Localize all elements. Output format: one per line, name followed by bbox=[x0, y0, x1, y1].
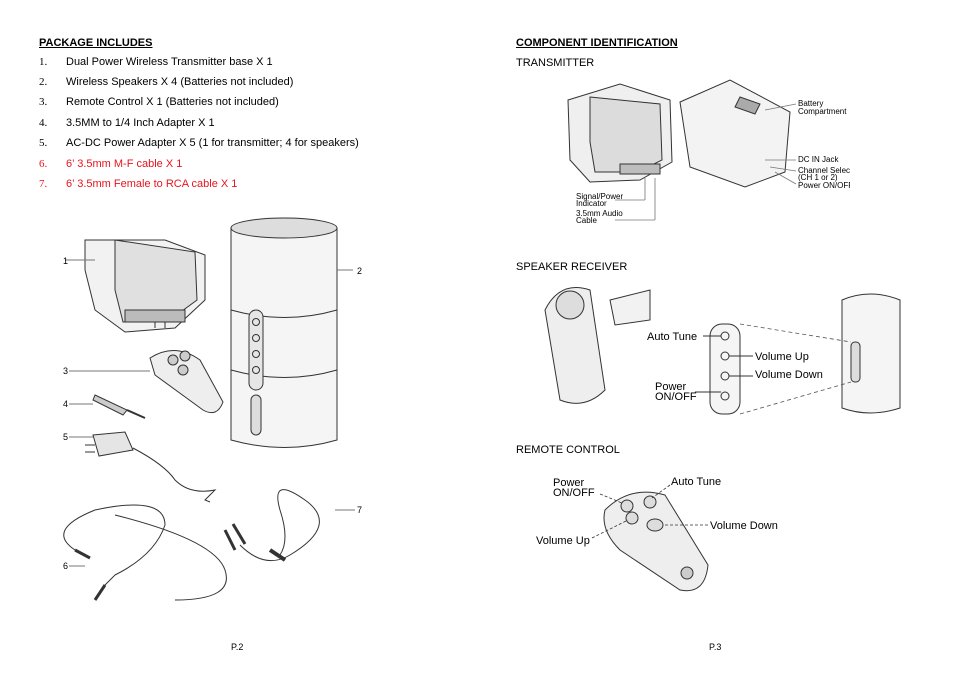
remote-callout-auto-tune: Auto Tune bbox=[671, 476, 721, 488]
power-adapter-drawing bbox=[85, 431, 217, 503]
page-number-right: P.3 bbox=[709, 642, 722, 652]
speaker-receiver-title: SPEAKER RECEIVER bbox=[516, 261, 628, 273]
page-number-left: P.2 bbox=[231, 642, 244, 652]
remote-control-title: REMOTE CONTROL bbox=[516, 444, 620, 456]
list-item: 2. Wireless Speakers X 4 (Batteries not … bbox=[39, 76, 294, 88]
remote-callout-power-1: Power bbox=[553, 477, 585, 489]
callout-auto-tune: Auto Tune bbox=[647, 331, 697, 343]
list-item-highlighted: 7. 6’ 3.5mm Female to RCA cable X 1 bbox=[39, 178, 238, 190]
callout-channel-2: (CH 1 or 2) bbox=[798, 173, 838, 182]
callout-channel-1: Channel Selector bbox=[798, 166, 850, 175]
figure-label-7: 7 bbox=[357, 505, 362, 515]
remote-control-diagram: Power ON/OFF Auto Tune Volume Down Volum… bbox=[536, 476, 778, 592]
speaker-receiver-diagram: Auto Tune Volume Up Volume Down Power ON… bbox=[544, 287, 901, 415]
callout-battery-2: Compartment bbox=[798, 107, 847, 116]
transmitter-title: TRANSMITTER bbox=[516, 57, 595, 69]
figure-label-2: 2 bbox=[357, 266, 362, 276]
transmitter-diagram: Battery Compartment DC IN Jack Channel S… bbox=[567, 79, 850, 225]
transmitter-base-drawing bbox=[84, 239, 206, 333]
mf-cable-drawing bbox=[63, 504, 227, 601]
figure-label-5: 5 bbox=[63, 432, 68, 442]
remote-drawing bbox=[149, 350, 224, 414]
callout-battery-1: Battery bbox=[798, 99, 823, 108]
list-item: 4. 3.5MM to 1/4 Inch Adapter X 1 bbox=[39, 117, 215, 129]
component-identification-heading: COMPONENT IDENTIFICATION bbox=[516, 37, 678, 49]
speaker-tower-drawing bbox=[230, 217, 338, 448]
callout-signal-1: Signal/Power bbox=[576, 192, 623, 201]
callout-cable-2: Cable bbox=[576, 216, 597, 225]
package-contents-illustration: 1 2 3 4 5 6 7 bbox=[63, 217, 362, 601]
remote-callout-volume-down: Volume Down bbox=[710, 520, 778, 532]
adapter-drawing bbox=[92, 394, 146, 419]
list-item: 5. AC-DC Power Adapter X 5 (1 for transm… bbox=[39, 137, 359, 149]
package-list: 1. Dual Power Wireless Transmitter base … bbox=[39, 56, 459, 196]
figure-label-1: 1 bbox=[63, 256, 68, 266]
package-includes-heading: PACKAGE INCLUDES bbox=[39, 37, 153, 49]
remote-callout-volume-up: Volume Up bbox=[536, 535, 590, 547]
figure-label-4: 4 bbox=[63, 399, 68, 409]
remote-callout-power-2: ON/OFF bbox=[553, 487, 595, 499]
list-item-highlighted: 6. 6’ 3.5mm M-F cable X 1 bbox=[39, 158, 183, 170]
figure-label-3: 3 bbox=[63, 366, 68, 376]
callout-power-2: ON/OFF bbox=[655, 391, 697, 403]
callout-volume-up: Volume Up bbox=[755, 351, 809, 363]
callout-volume-down: Volume Down bbox=[755, 369, 823, 381]
callout-cable-1: 3.5mm Audio bbox=[576, 209, 623, 218]
callout-signal-2: Indicator bbox=[576, 199, 607, 208]
callout-dc-in: DC IN Jack bbox=[798, 155, 839, 164]
figure-label-6: 6 bbox=[63, 561, 68, 571]
list-item: 1. Dual Power Wireless Transmitter base … bbox=[39, 56, 273, 68]
rca-cable-drawing bbox=[223, 489, 320, 562]
callout-power-1: Power bbox=[655, 381, 687, 393]
callout-power: Power ON/OFF bbox=[798, 181, 850, 190]
list-item: 3. Remote Control X 1 (Batteries not inc… bbox=[39, 96, 279, 108]
